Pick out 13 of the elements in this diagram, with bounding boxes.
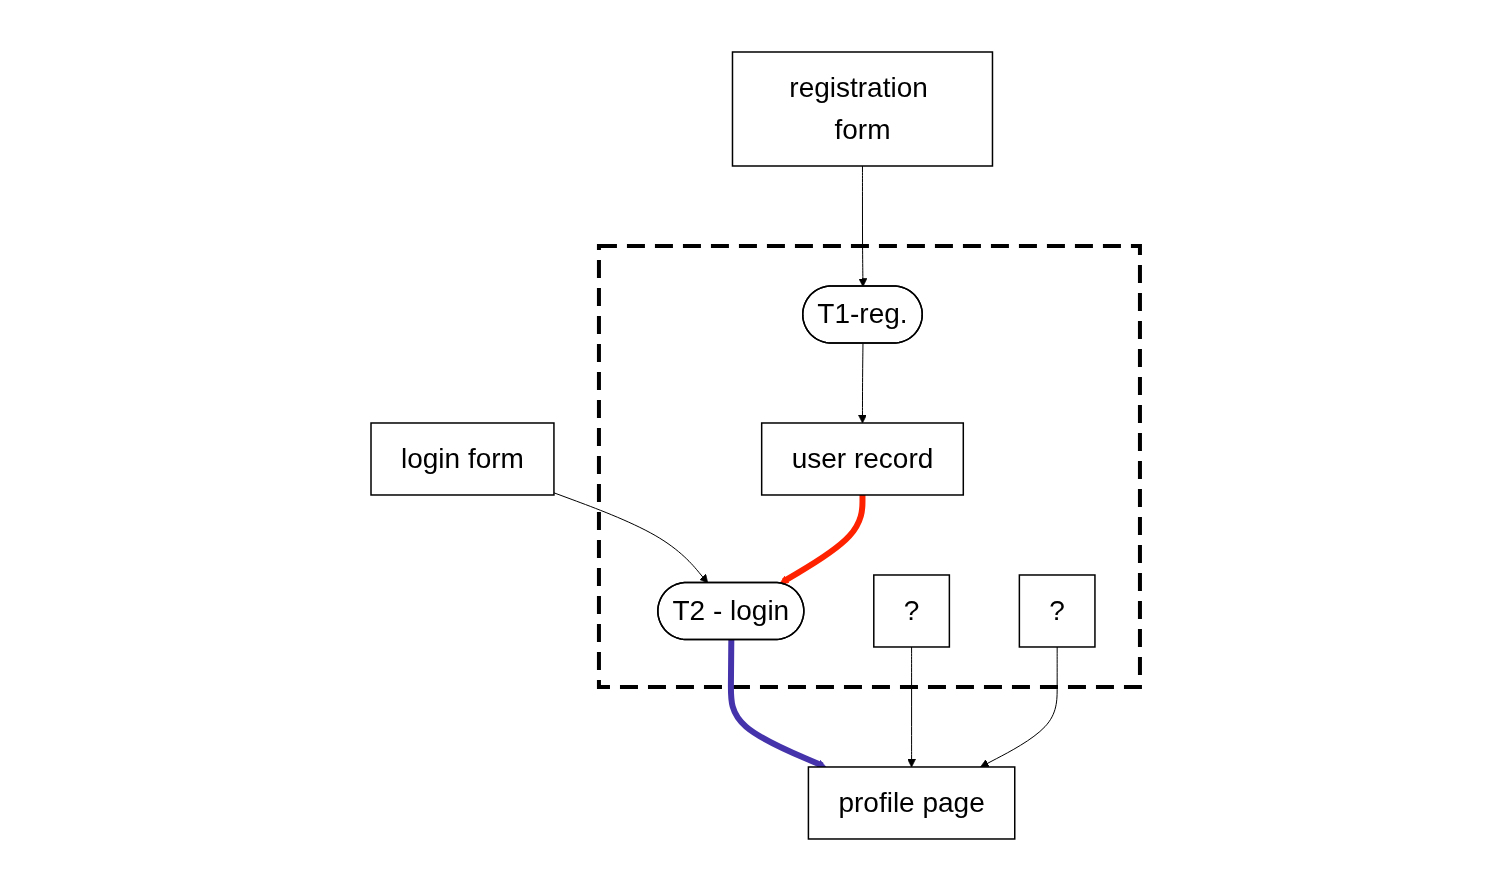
node-box: ? bbox=[872, 574, 950, 648]
node-box: ? bbox=[1018, 574, 1096, 648]
arrow bbox=[906, 646, 916, 768]
node-box: login form bbox=[369, 422, 555, 496]
node-box: profile page bbox=[807, 766, 1015, 840]
arrow bbox=[979, 646, 1058, 768]
node-box: user record bbox=[760, 422, 964, 496]
arrow bbox=[779, 495, 865, 584]
cluster bbox=[596, 244, 1142, 689]
arrow bbox=[858, 165, 867, 287]
node-box: registration form bbox=[731, 51, 993, 167]
arrow bbox=[552, 492, 708, 584]
arrow bbox=[857, 343, 867, 424]
